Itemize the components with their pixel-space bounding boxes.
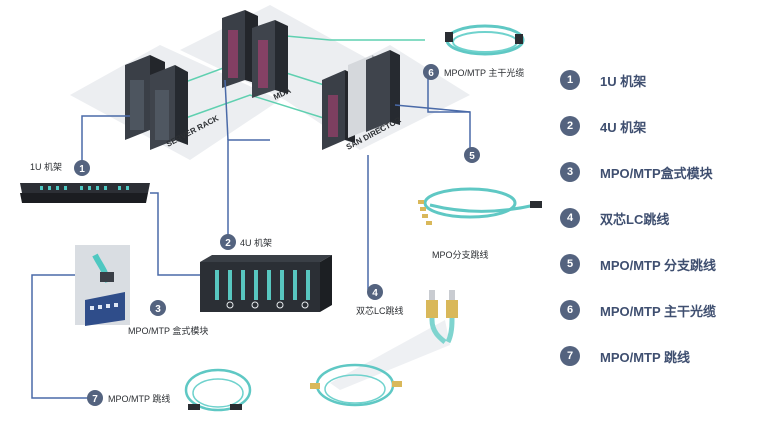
legend-label: 双芯LC跳线 [600,211,670,227]
callout-1-number: 1 [79,164,85,175]
callout-3-label: MPO/MTP 盒式模块 [128,325,208,336]
legend-badge: 2 [560,116,580,136]
callout-1: 1 1U 机架 [30,160,90,176]
leader-lines [31,72,471,399]
legend-badge: 6 [560,300,580,320]
callout-1-label: 1U 机架 [30,161,62,172]
callout-2: 2 4U 机架 [220,234,272,250]
legend-label: MPO/MTP 分支跳线 [600,257,717,273]
callout-2-number: 2 [225,238,231,249]
1u-rack-panel [20,183,150,203]
callout-4-number: 4 [372,288,378,299]
legend-item-5: 5 MPO/MTP 分支跳线 [560,254,760,274]
legend-label: 4U 机架 [600,119,647,135]
legend-item-3: 3 MPO/MTP盒式模块 [560,162,760,182]
lc-connector-closeup [330,290,458,390]
san-director-cabinets [322,50,400,150]
callout-4-label: 双芯LC跳线 [356,305,404,316]
legend-badge: 5 [560,254,580,274]
callout-4: 4 双芯LC跳线 [356,284,404,316]
legend-item-6: 6 MPO/MTP 主干光缆 [560,300,760,320]
legend: 1 1U 机架 2 4U 机架 3 MPO/MTP盒式模块 4 双芯LC跳线 5… [560,70,760,392]
callout-3-number: 3 [155,304,161,315]
4u-rack-enclosure [200,255,332,312]
legend-item-1: 1 1U 机架 [560,70,760,90]
callout-7: 7 MPO/MTP 跳线 [87,390,170,406]
mda-cabinets [222,10,288,98]
server-rack-cabinets [125,55,188,150]
callout-7-number: 7 [92,394,98,405]
trunk-cable-photo [445,24,525,56]
fanout-caption: MPO分支跳线 [432,249,489,260]
callout-6-label: MPO/MTP 主干光缆 [444,67,524,78]
callout-5-number: 5 [469,151,475,162]
callout-3: 3 MPO/MTP 盒式模块 [128,300,208,336]
callout-5: 5 [464,147,480,163]
mtp-patch-cord-photo [184,368,252,412]
legend-label: 1U 机架 [600,73,647,89]
mpo-cassette-photo [75,245,130,326]
legend-item-4: 4 双芯LC跳线 [560,208,760,228]
callout-6: 6 MPO/MTP 主干光缆 [423,64,524,80]
legend-badge: 4 [560,208,580,228]
legend-label: MPO/MTP盒式模块 [600,165,713,181]
legend-badge: 7 [560,346,580,366]
callout-6-number: 6 [428,68,434,79]
legend-label: MPO/MTP 跳线 [600,349,691,365]
callout-7-label: MPO/MTP 跳线 [108,393,170,404]
legend-item-2: 2 4U 机架 [560,116,760,136]
fanout-cable-photo [418,187,542,225]
legend-item-7: 7 MPO/MTP 跳线 [560,346,760,366]
legend-label: MPO/MTP 主干光缆 [600,303,717,319]
callout-2-label: 4U 机架 [240,237,272,248]
legend-badge: 1 [560,70,580,90]
legend-badge: 3 [560,162,580,182]
lc-patch-cord-photo [310,363,402,407]
